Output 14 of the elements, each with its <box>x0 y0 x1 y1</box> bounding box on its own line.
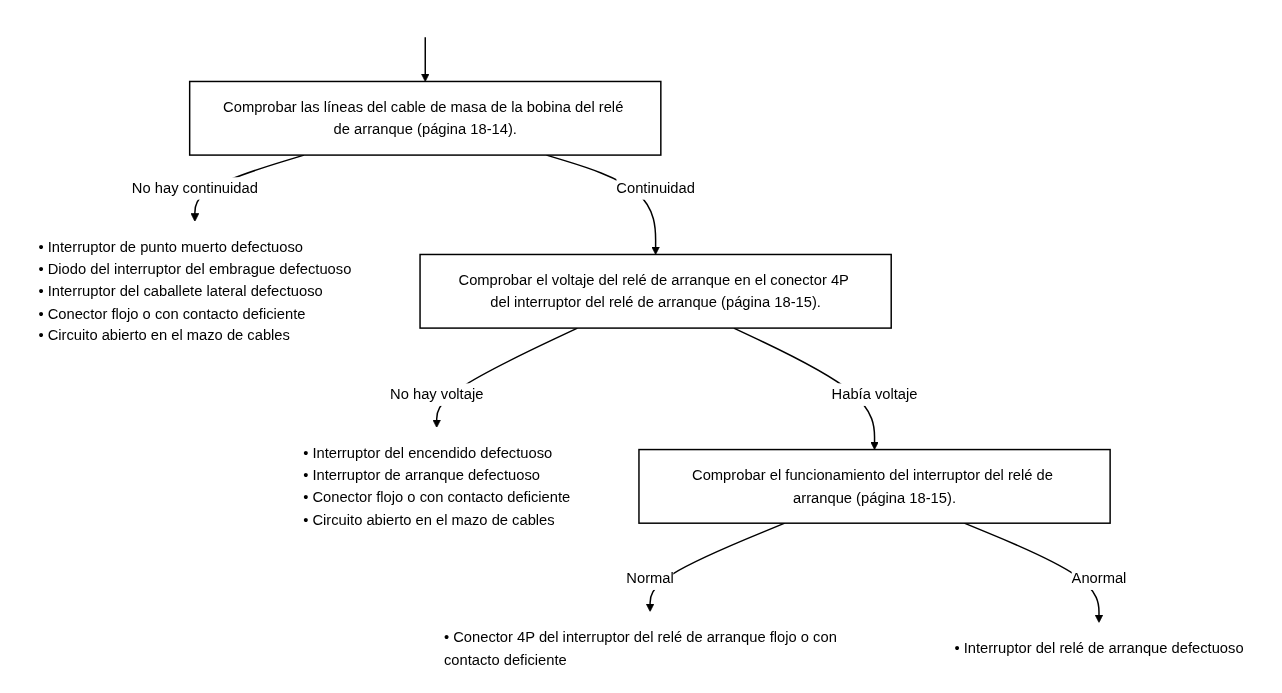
edge-label: Continuidad <box>616 179 695 196</box>
node-text: • Conector 4P del interruptor del relé de arranque flojo o con contacto deficiente <box>443 628 837 667</box>
edge-label: Normal <box>626 569 674 587</box>
node-box: Comprobar las líneas del cable de masa de la bobina del relé de arranque (página 18-14). <box>188 80 662 156</box>
node-text: • Interruptor del relé de arranque defectuoso <box>954 639 1244 656</box>
arrow <box>420 36 430 82</box>
node-text: • Interruptor de punto muerto defectuoso • Diodo del interruptor del embrague defectuoso • Interruptor del caballete lateral defectuoso • Conector flojo o con contacto deficiente • Circuito abierto en el mazo de cables <box>38 238 352 344</box>
edge-label: Anormal <box>1071 569 1127 587</box>
node-box: Comprobar el funcionamiento del interruptor del relé de arranque (página 18-15). <box>638 448 1111 524</box>
edge-label: No hay continuidad <box>131 179 258 196</box>
edge-label: Había voltaje <box>831 385 918 402</box>
edge-label: No hay voltaje <box>390 385 484 402</box>
node-box: Comprobar el voltaje del relé de arranque en el conector 4P del interruptor del relé de arranque (página 18-15). <box>419 253 892 329</box>
node-text: • Interruptor del encendido defectuoso • Interruptor de arranque defectuoso • Conector flojo o con contacto deficiente • Circuito abierto en el mazo de cables <box>303 444 571 528</box>
